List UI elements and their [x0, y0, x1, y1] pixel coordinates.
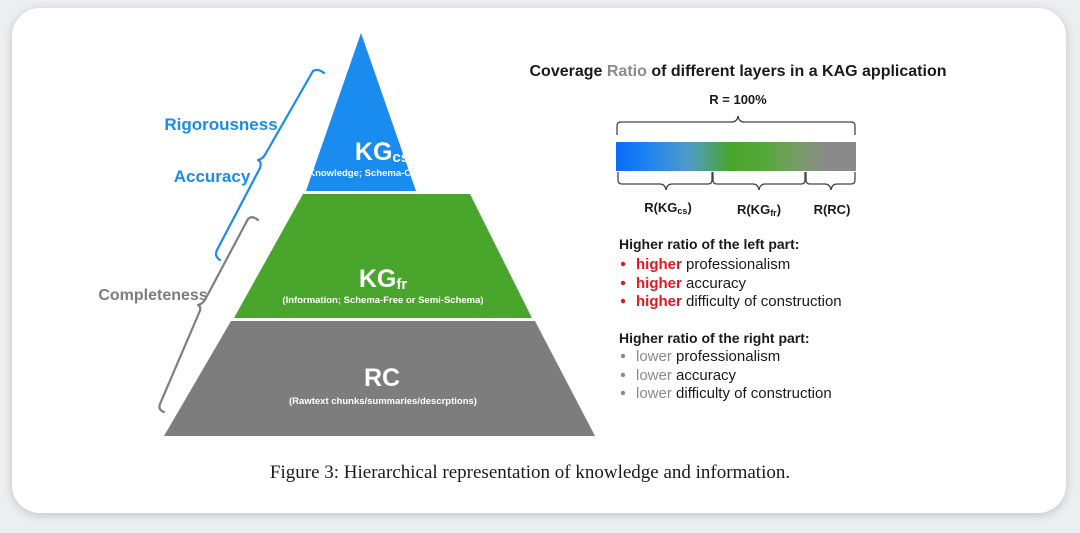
- kgcs-main: KG: [355, 138, 393, 166]
- ratio-highlight: Ratio: [607, 63, 647, 80]
- ratio-bar: [616, 142, 856, 171]
- left-item-1: higher professionalism: [636, 256, 790, 273]
- seg2-bracket: [712, 172, 806, 191]
- total-bracket: [616, 115, 856, 135]
- accuracy-label: Accuracy: [174, 167, 251, 186]
- kgcs-desc: (Knowledge; Schema-Constraint): [305, 168, 455, 179]
- kgfr-label: KGfr: [359, 265, 407, 293]
- seg1-bracket: [617, 172, 713, 191]
- kgcs-sub: cs: [392, 149, 409, 166]
- kgfr-sub: fr: [396, 276, 407, 293]
- right-bullet-1: [620, 353, 626, 359]
- left-part-heading: Higher ratio of the left part:: [619, 236, 799, 252]
- pyramid-top-layer: [306, 33, 416, 191]
- right-bullet-3: [620, 390, 626, 396]
- kgfr-main: KG: [359, 265, 397, 293]
- left-item-3: higher difficulty of construction: [636, 293, 842, 310]
- completeness-label: Completeness: [98, 287, 207, 304]
- left-bullet-3: [620, 298, 626, 304]
- pyramid-bottom-layer: [164, 321, 595, 436]
- rc-desc: (Rawtext chunks/summaries/descrptions): [289, 396, 477, 407]
- blue-bracket: [214, 68, 326, 262]
- seg3-bracket: [805, 172, 856, 191]
- kgcs-label: KGcs: [355, 138, 409, 166]
- figure-caption: Figure 3: Hierarchical representation of…: [270, 462, 790, 483]
- left-bullet-2: [620, 280, 626, 286]
- pyramid-middle-layer: [234, 194, 532, 318]
- kgfr-desc: (Information; Schema-Free or Semi-Schema…: [282, 295, 483, 306]
- rigorousness-label: Rigorousness: [164, 115, 277, 134]
- total-ratio-label: R = 100%: [709, 92, 767, 107]
- seg3-label: R(RC): [814, 202, 851, 217]
- gray-bracket: [158, 216, 260, 414]
- seg1-label: R(KGcs): [644, 200, 692, 216]
- seg2-label: R(KGfr): [737, 202, 781, 218]
- right-item-2: lower accuracy: [636, 367, 737, 384]
- right-item-1: lower professionalism: [636, 348, 780, 365]
- left-bullet-1: [620, 261, 626, 267]
- rc-label: RC: [364, 364, 400, 392]
- right-part-heading: Higher ratio of the right part:: [619, 330, 810, 346]
- left-item-2: higher accuracy: [636, 275, 747, 292]
- coverage-title: Coverage Ratio of different layers in a …: [530, 63, 947, 80]
- right-item-3: lower difficulty of construction: [636, 385, 832, 402]
- right-bullet-2: [620, 372, 626, 378]
